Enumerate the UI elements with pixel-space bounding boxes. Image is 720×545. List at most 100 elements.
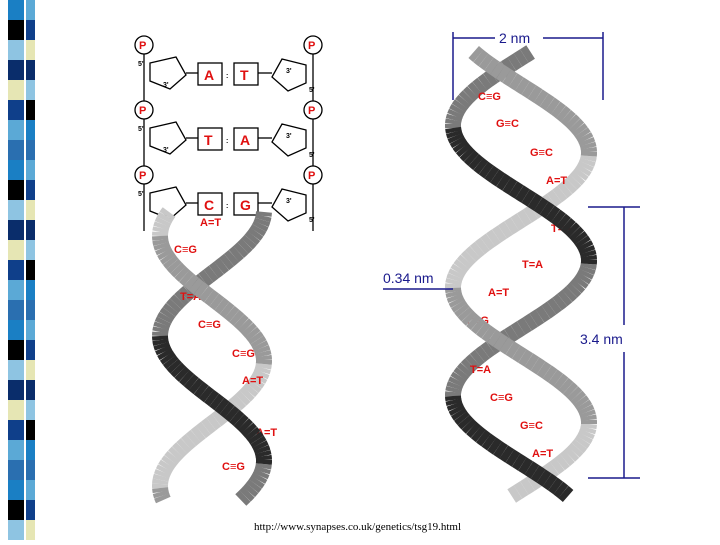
helix-strand-segment [584,136,586,140]
right-base-label: A [240,132,250,148]
helix-strand-segment [209,272,214,276]
helix-strand-segment [557,300,562,304]
helix-strand-segment [465,96,469,100]
helix-strand-segment [544,100,550,104]
helix-strand-segment [567,292,571,296]
helix-strand-segment [547,480,553,484]
helix-strand-segment [241,496,245,500]
helix-strand-segment [243,244,247,248]
helix-strand-segment [588,416,589,420]
left-base-label: A [204,67,214,83]
helix-strand-segment [457,268,460,272]
helix-strand-segment [247,240,251,244]
helix-strand-segment [519,192,525,196]
helix-strand-segment [162,248,164,252]
helix-strand-segment [463,260,467,264]
helix-strand-segment [588,252,589,256]
helix-strand-segment [515,220,521,224]
helix-strand-segment [459,104,462,108]
helix-strand-segment [171,456,174,460]
helix-strand-segment [160,328,161,332]
helix-strand-segment [230,312,235,316]
helix-strand-segment [160,488,161,492]
helix-strand-segment [528,212,534,216]
helix-strand-segment [554,464,559,468]
base-pair-label: T=A [522,259,543,271]
helix-strand-segment [584,436,586,440]
helix-strand-segment [504,452,510,456]
helix-strand-segment [552,196,558,200]
helix-strand-segment [453,280,454,284]
helix-strand-segment [581,240,584,244]
helix-strand-segment [257,340,259,344]
five-prime-right: 5' [309,152,315,159]
base-pair-label: C≡G [198,319,221,331]
helix-strand-segment [558,380,563,384]
helix-strand-segment [456,380,458,384]
helix-strand-segment [486,440,492,444]
three-prime-left: 3' [163,147,169,154]
helix-strand-segment [209,296,214,300]
helix-strand-segment [522,464,528,468]
helix-strand-segment [249,388,252,392]
helix-strand-segment [546,308,552,312]
helix-strand-segment [257,228,259,232]
helix-strand-segment [224,260,229,264]
helix-strand-segment [252,484,255,488]
rise-label: 0.34 nm [383,270,434,286]
helix-strand-segment [455,136,457,140]
helix-strand-segment [581,132,584,136]
helix-strand-segment [459,144,462,148]
base-pair-label: A=T [532,448,553,460]
helix-strand-segment [524,484,530,488]
helix-strand-segment [263,352,264,356]
helix-strand-segment [456,108,458,112]
helix-strand-segment [587,412,588,416]
helix-strand-segment [529,360,535,364]
helix-strand-segment [211,420,216,424]
measurement-annotations: 2 nm 0.34 nm 3.4 nm [383,30,640,478]
helix-strand-segment [167,356,170,360]
helix-strand-segment [457,140,459,144]
helix-strand-segment [206,424,211,428]
helix-strand-segment [245,492,249,496]
helix-strand-segment [489,64,495,68]
helix-strand-segment [474,52,479,56]
helix-strand-segment [225,408,230,412]
helix-strand-segment [162,472,164,476]
helix-strand-segment [572,288,576,292]
left-base-label: C [204,197,214,213]
base-pair-label: T=A [470,364,491,376]
helix-strand-segment [573,392,577,396]
helix-strand-segment [204,392,209,396]
helix-strand-segment [519,84,525,88]
right-base-label: G [240,197,251,213]
helix-strand-segment [495,176,501,180]
helix-strand-segment [204,292,209,296]
helix-strand-segment [565,456,570,460]
helix-strand-segment [263,464,264,468]
helix-strand-segment [243,424,247,428]
helix-strand-segment [261,220,262,224]
helix-strand-segment [456,272,458,276]
helix-strand-segment [165,464,168,468]
base-pair-label: A=T [200,217,221,229]
helix-strand-segment [585,272,587,276]
helix-strand-segment [234,316,239,320]
base-pair-label: C≡G [174,244,197,256]
helix-strand-segment [241,396,245,400]
helix-strand-segment [469,92,473,96]
helix-strand-segment [219,404,224,408]
helix-strand-segment [475,248,480,252]
helix-strand-segment [456,300,458,304]
helix-strand-segment [251,432,254,436]
helix-strand-segment [453,400,454,404]
helix-strand-segment [454,404,456,408]
helix-strand-segment [161,244,162,248]
helix-strand-segment [553,484,559,488]
source-url: http://www.synapses.co.uk/genetics/tsg19… [254,521,461,533]
helix-strand-segment [464,312,468,316]
helix-strand-segment [471,252,475,256]
helix-strand-segment [568,388,572,392]
